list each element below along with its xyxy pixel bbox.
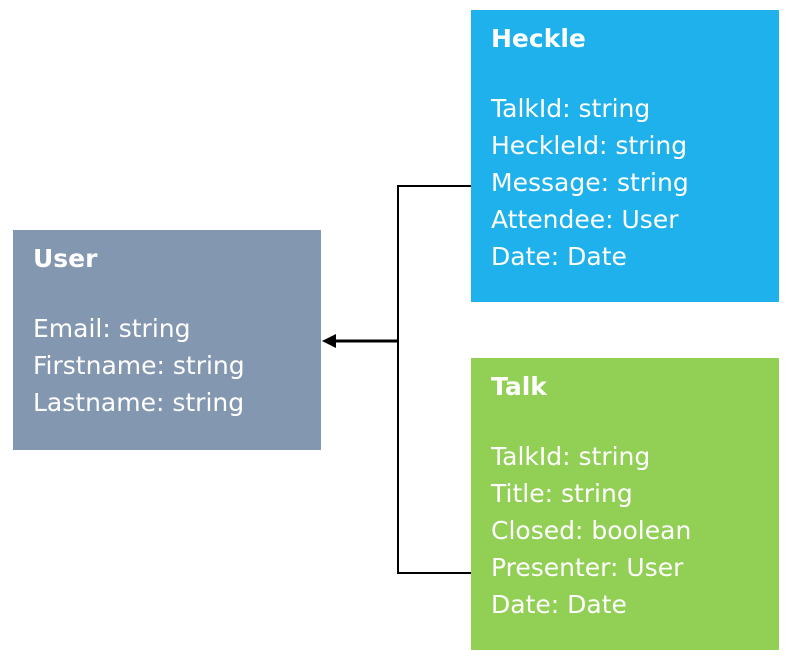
- talk-connector: [397, 341, 471, 574]
- user-entity: User Email: string Firstname: string Las…: [13, 230, 321, 450]
- heckle-field-date: Date: Date: [491, 242, 627, 271]
- heckle-entity: Heckle TalkId: string HeckleId: string M…: [471, 10, 779, 302]
- user-field-lastname: Lastname: string: [33, 388, 245, 417]
- heckle-field-attendee: Attendee: User: [491, 205, 679, 234]
- talk-field-date: Date: Date: [491, 590, 627, 619]
- heckle-field-heckleid: HeckleId: string: [491, 131, 688, 160]
- heckle-field-message: Message: string: [491, 168, 689, 197]
- heckle-entity-title: Heckle: [491, 24, 586, 53]
- talk-field-talkid: TalkId: string: [491, 442, 651, 471]
- user-field-firstname: Firstname: string: [33, 351, 245, 380]
- talk-field-presenter: Presenter: User: [491, 553, 684, 582]
- talk-entity-title: Talk: [491, 372, 547, 401]
- user-entity-title: User: [33, 244, 98, 273]
- talk-field-closed: Closed: boolean: [491, 516, 692, 545]
- talk-field-title: Title: string: [491, 479, 633, 508]
- heckle-field-talkid: TalkId: string: [491, 94, 651, 123]
- talk-entity: Talk TalkId: string Title: string Closed…: [471, 358, 779, 650]
- arrowhead-icon: [322, 334, 336, 348]
- user-field-email: Email: string: [33, 314, 191, 343]
- heckle-connector: [397, 185, 471, 341]
